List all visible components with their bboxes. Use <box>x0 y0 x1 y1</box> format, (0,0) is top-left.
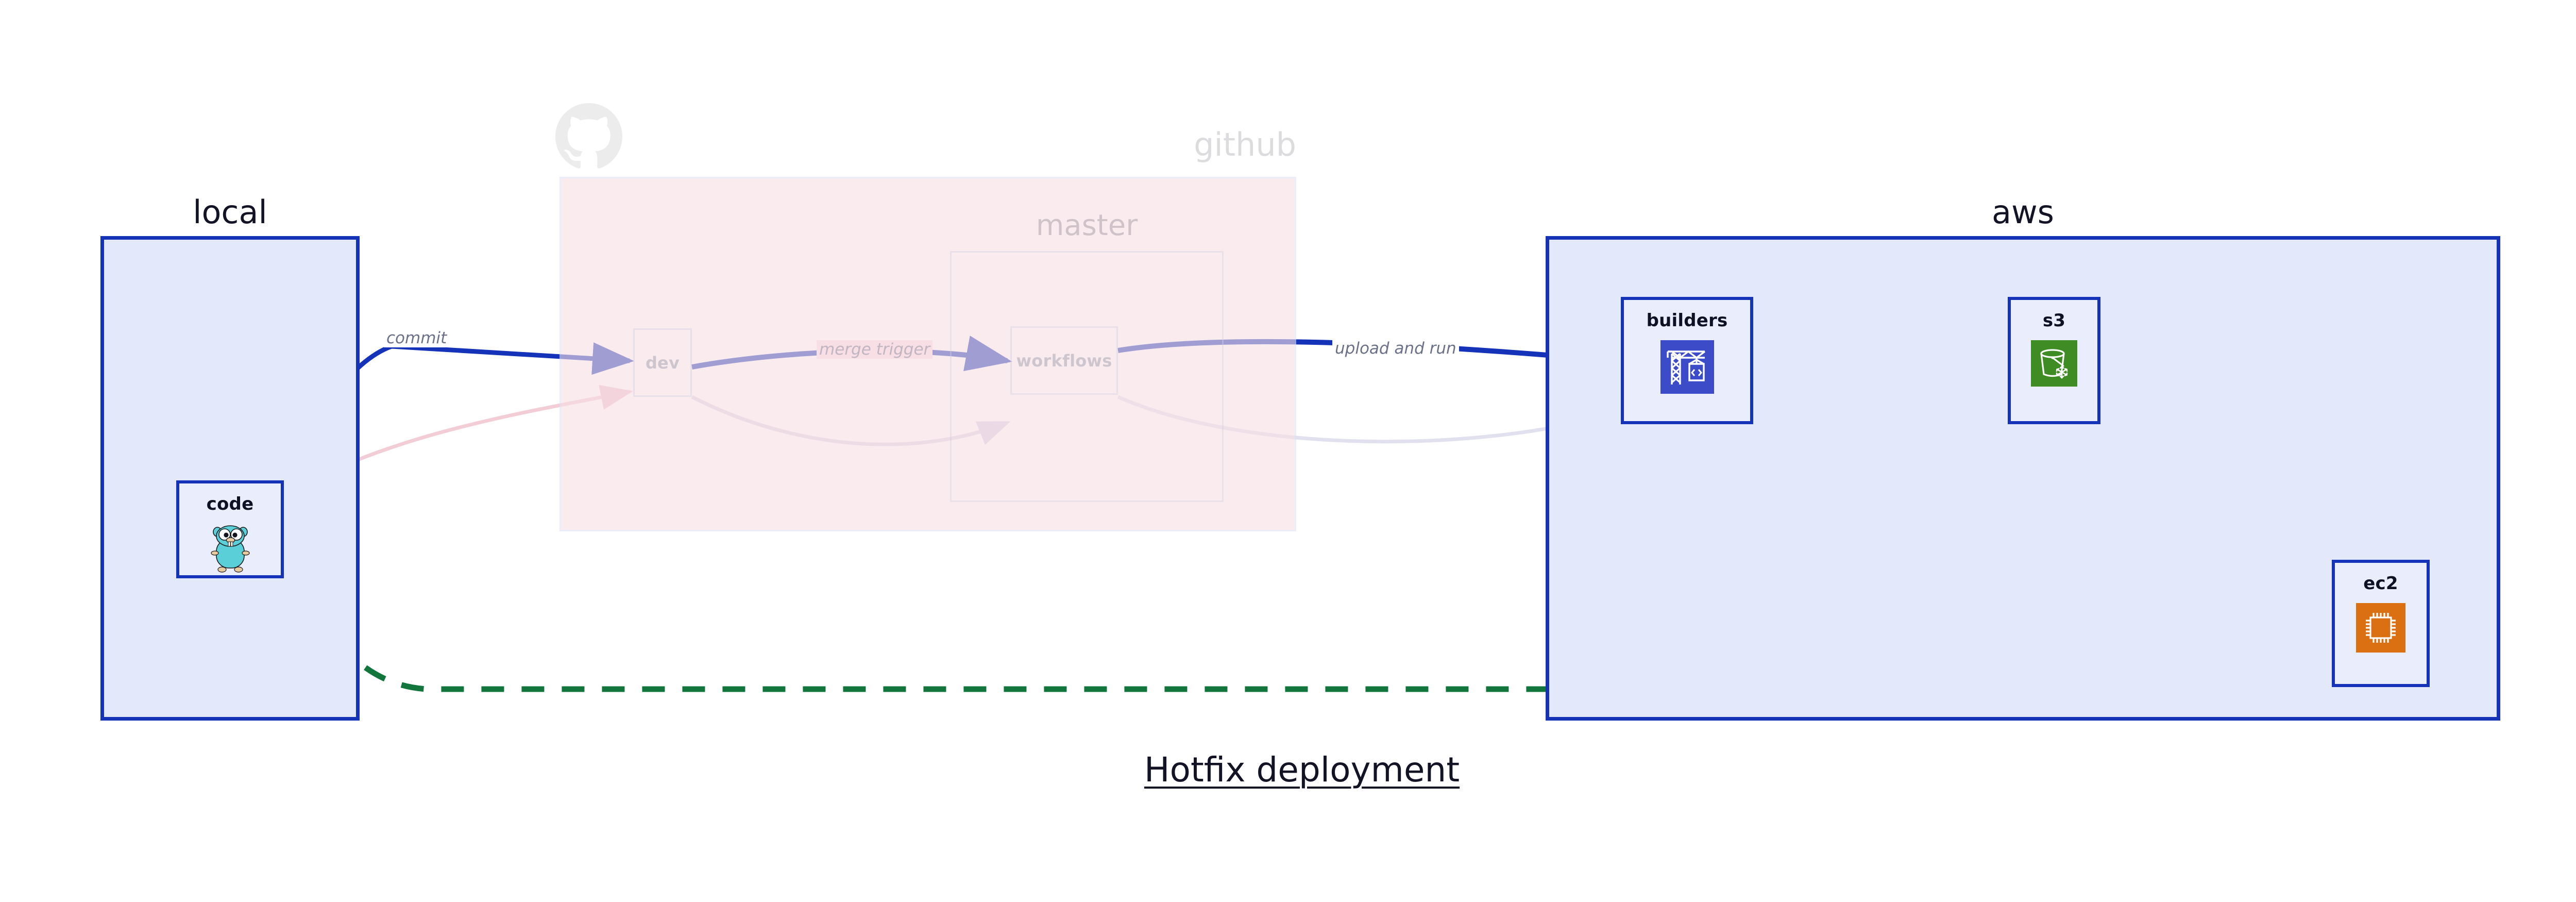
node-workflows-label: workflows <box>1016 350 1112 371</box>
node-dev-label: dev <box>645 353 680 373</box>
group-master[interactable] <box>950 251 1224 502</box>
aws-ec2-chip-icon <box>2356 603 2405 655</box>
group-local-title: local <box>193 193 267 231</box>
node-code-label: code <box>206 494 254 514</box>
node-ec2-label: ec2 <box>2363 573 2398 594</box>
node-dev[interactable]: dev <box>633 328 692 397</box>
node-builders[interactable]: builders <box>1621 297 1753 424</box>
edge-label-upload-and-run: upload and run <box>1332 339 1459 358</box>
node-builders-label: builders <box>1646 310 1728 331</box>
github-octocat-icon <box>555 103 622 170</box>
node-ec2[interactable]: ec2 <box>2332 560 2430 687</box>
edge-label-commit: commit <box>384 329 450 347</box>
group-github[interactable] <box>560 177 1296 531</box>
go-gopher-icon <box>210 524 250 575</box>
aws-codebuild-crane-icon <box>1660 340 1714 396</box>
diagram-title: Hotfix deployment <box>1144 750 1460 790</box>
group-aws-title: aws <box>1991 193 2054 231</box>
group-local[interactable] <box>100 236 360 721</box>
group-master-title: master <box>1036 209 1138 242</box>
aws-s3-glacier-bucket-icon <box>2031 340 2077 389</box>
node-s3[interactable]: s3 <box>2008 297 2100 424</box>
node-s3-label: s3 <box>2042 310 2066 331</box>
node-code[interactable]: code <box>176 480 284 578</box>
group-github-title: github <box>1194 126 1296 163</box>
node-workflows[interactable]: workflows <box>1010 326 1118 395</box>
